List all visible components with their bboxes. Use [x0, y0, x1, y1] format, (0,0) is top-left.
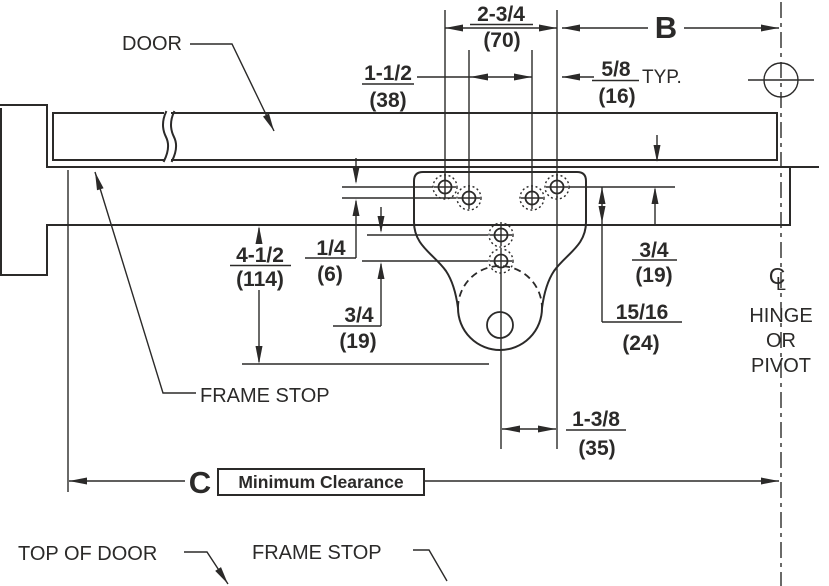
dim-16: (16)	[598, 85, 635, 108]
dim-1-1-2: 1-1/2	[364, 62, 412, 85]
hinge-pivot-centerline	[748, 2, 814, 586]
centerline-symbol: L	[776, 274, 786, 294]
dim-19-left: (19)	[339, 330, 376, 353]
hinge-label-line3: PIVOT	[751, 355, 811, 377]
dim-4-1-2: 4-1/2	[236, 244, 284, 267]
dim-1-3-8: 1-3/8	[572, 408, 620, 431]
dim-114: (114)	[236, 268, 284, 291]
dim-3-4-left: 3/4	[344, 304, 374, 327]
minimum-clearance-label: Minimum Clearance	[238, 472, 404, 492]
dim-6: (6)	[317, 263, 343, 286]
frame-stop-upper-leader	[94, 171, 196, 394]
dim-70: (70)	[483, 29, 520, 52]
dim-38: (38)	[369, 89, 406, 112]
top-of-door-leader	[184, 551, 229, 585]
door-label: DOOR	[122, 33, 182, 55]
top-of-door-label: TOP OF DOOR	[18, 543, 157, 565]
door-leader	[190, 43, 275, 132]
label-leaders	[94, 43, 448, 585]
dim-3-4-right: 3/4	[639, 239, 669, 262]
dim-1-4: 1/4	[316, 237, 346, 260]
fraction-bars	[230, 23, 682, 431]
frame-outline	[0, 104, 819, 276]
dimension-lines	[69, 24, 779, 485]
dim-35: (35)	[578, 437, 615, 460]
door-outline	[52, 110, 778, 163]
extension-lines	[67, 10, 675, 492]
dim-c: C	[189, 465, 211, 500]
frame-stop-lower-leader	[413, 549, 448, 582]
dim-5-8: 5/8	[601, 58, 631, 81]
typ-label: TYP.	[642, 67, 682, 88]
dim-15-16: 15/16	[616, 301, 669, 324]
hinge-label-line2: OR	[766, 330, 796, 352]
dim-2-3-4: 2-3/4	[477, 3, 525, 26]
centerline-symbol: C	[769, 263, 786, 289]
door-break-mark	[162, 110, 170, 163]
hidden-arc	[457, 265, 543, 309]
frame-stop-lower-label: FRAME STOP	[252, 542, 382, 564]
dim-19-right: (19)	[635, 264, 672, 287]
pivot-hole	[486, 311, 514, 339]
door-break-mark	[170, 110, 178, 163]
hinge-pivot-marker	[748, 62, 814, 98]
mounting-hole	[488, 248, 514, 274]
dim-24: (24)	[622, 332, 659, 355]
hinge-label-line1: HINGE	[749, 305, 812, 327]
frame-stop-upper-label: FRAME STOP	[200, 385, 330, 407]
minimum-clearance-box	[217, 468, 425, 496]
mounting-hole	[488, 222, 514, 248]
dim-b: B	[655, 10, 677, 45]
